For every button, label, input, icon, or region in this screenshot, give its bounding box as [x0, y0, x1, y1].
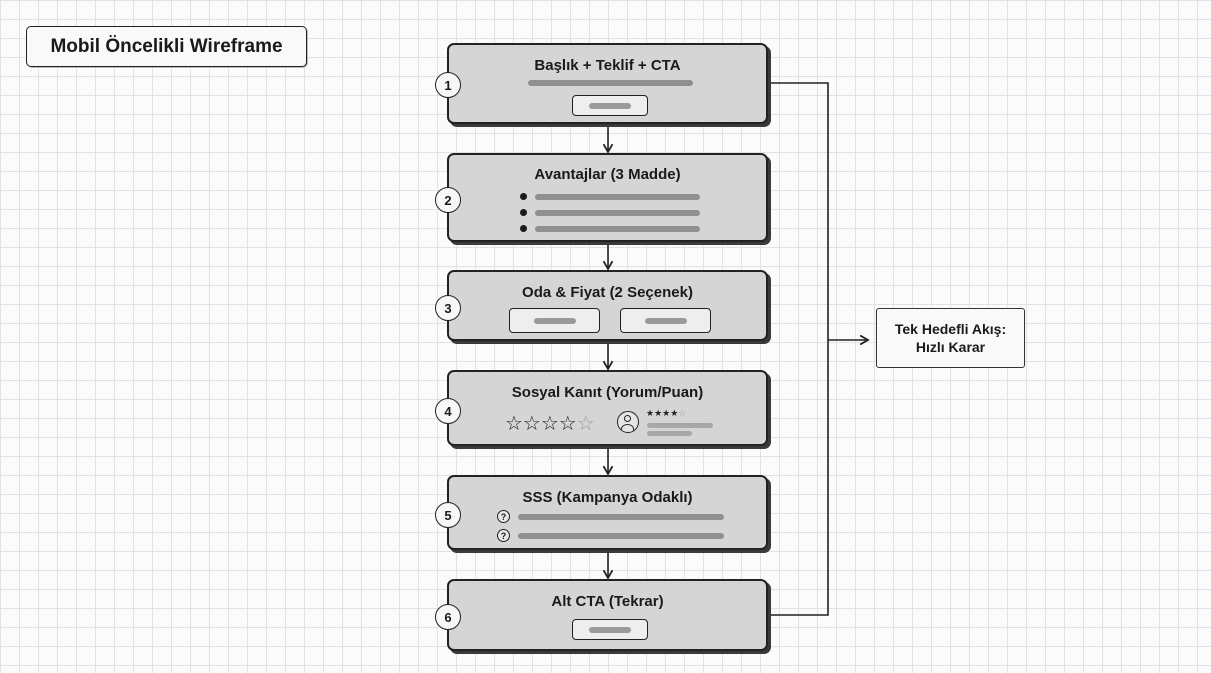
bottom-cta-button-placeholder[interactable]: [572, 619, 648, 640]
mini-star-filled-icon: ★★★★: [646, 409, 679, 419]
step-number-5: 5: [435, 502, 461, 528]
faq-item: [518, 514, 724, 520]
bullet-icon: [520, 209, 527, 216]
step-number-6: 6: [435, 604, 461, 630]
step-block-1: 1 Başlık + Teklif + CTA: [435, 43, 768, 124]
star-empty-icon: ☆: [576, 411, 595, 435]
mini-star-empty-icon: ☆: [678, 409, 687, 419]
list-item: [535, 210, 700, 216]
list-item: [535, 226, 700, 232]
step-title-4: Sosyal Kanıt (Yorum/Puan): [511, 384, 704, 401]
step-number-1: 1: [435, 72, 461, 98]
step-title-5: SSS (Kampanya Odaklı): [522, 489, 693, 506]
summary-line-1: Tek Hedefli Akış:: [894, 321, 1007, 337]
step-number-2: 2: [435, 187, 461, 213]
step-block-5: 5 SSS (Kampanya Odaklı) ? ?: [435, 475, 768, 550]
review-mini-stars: ★★★★☆: [646, 409, 686, 419]
step-number-3: 3: [435, 295, 461, 321]
rating-stars: ☆☆☆☆☆: [505, 411, 595, 435]
step-block-6: 6 Alt CTA (Tekrar): [435, 579, 768, 651]
room-option-button-1[interactable]: [509, 308, 600, 333]
step-title-3: Oda & Fiyat (2 Seçenek): [522, 284, 693, 301]
step-number-4: 4: [435, 398, 461, 424]
review-text-line: [647, 423, 713, 428]
review-text-line: [647, 431, 692, 436]
step-title-6: Alt CTA (Tekrar): [551, 593, 664, 610]
bullet-icon: [520, 225, 527, 232]
headline-placeholder: [528, 80, 693, 86]
room-option-button-2[interactable]: [620, 308, 711, 333]
step-block-3: 3 Oda & Fiyat (2 Seçenek): [435, 270, 768, 341]
bracket-line: [768, 82, 829, 616]
step-block-2: 2 Avantajlar (3 Madde): [435, 153, 768, 242]
summary-line-2: Hızlı Karar: [915, 339, 986, 355]
list-item: [535, 194, 700, 200]
question-icon: ?: [497, 510, 510, 523]
question-icon: ?: [497, 529, 510, 542]
bullet-icon: [520, 193, 527, 200]
cta-button-placeholder[interactable]: [572, 95, 648, 116]
user-avatar-icon: [617, 411, 639, 433]
faq-item: [518, 533, 724, 539]
step-title-1: Başlık + Teklif + CTA: [534, 57, 681, 74]
step-block-4: 4 Sosyal Kanıt (Yorum/Puan) ☆☆☆☆☆ ★★★★☆: [435, 370, 768, 446]
summary-box: Tek Hedefli Akış: Hızlı Karar: [876, 308, 1025, 368]
page-title: Mobil Öncelikli Wireframe: [26, 26, 307, 67]
star-filled-icon: ☆☆☆☆: [505, 411, 577, 435]
step-title-2: Avantajlar (3 Madde): [534, 166, 681, 183]
